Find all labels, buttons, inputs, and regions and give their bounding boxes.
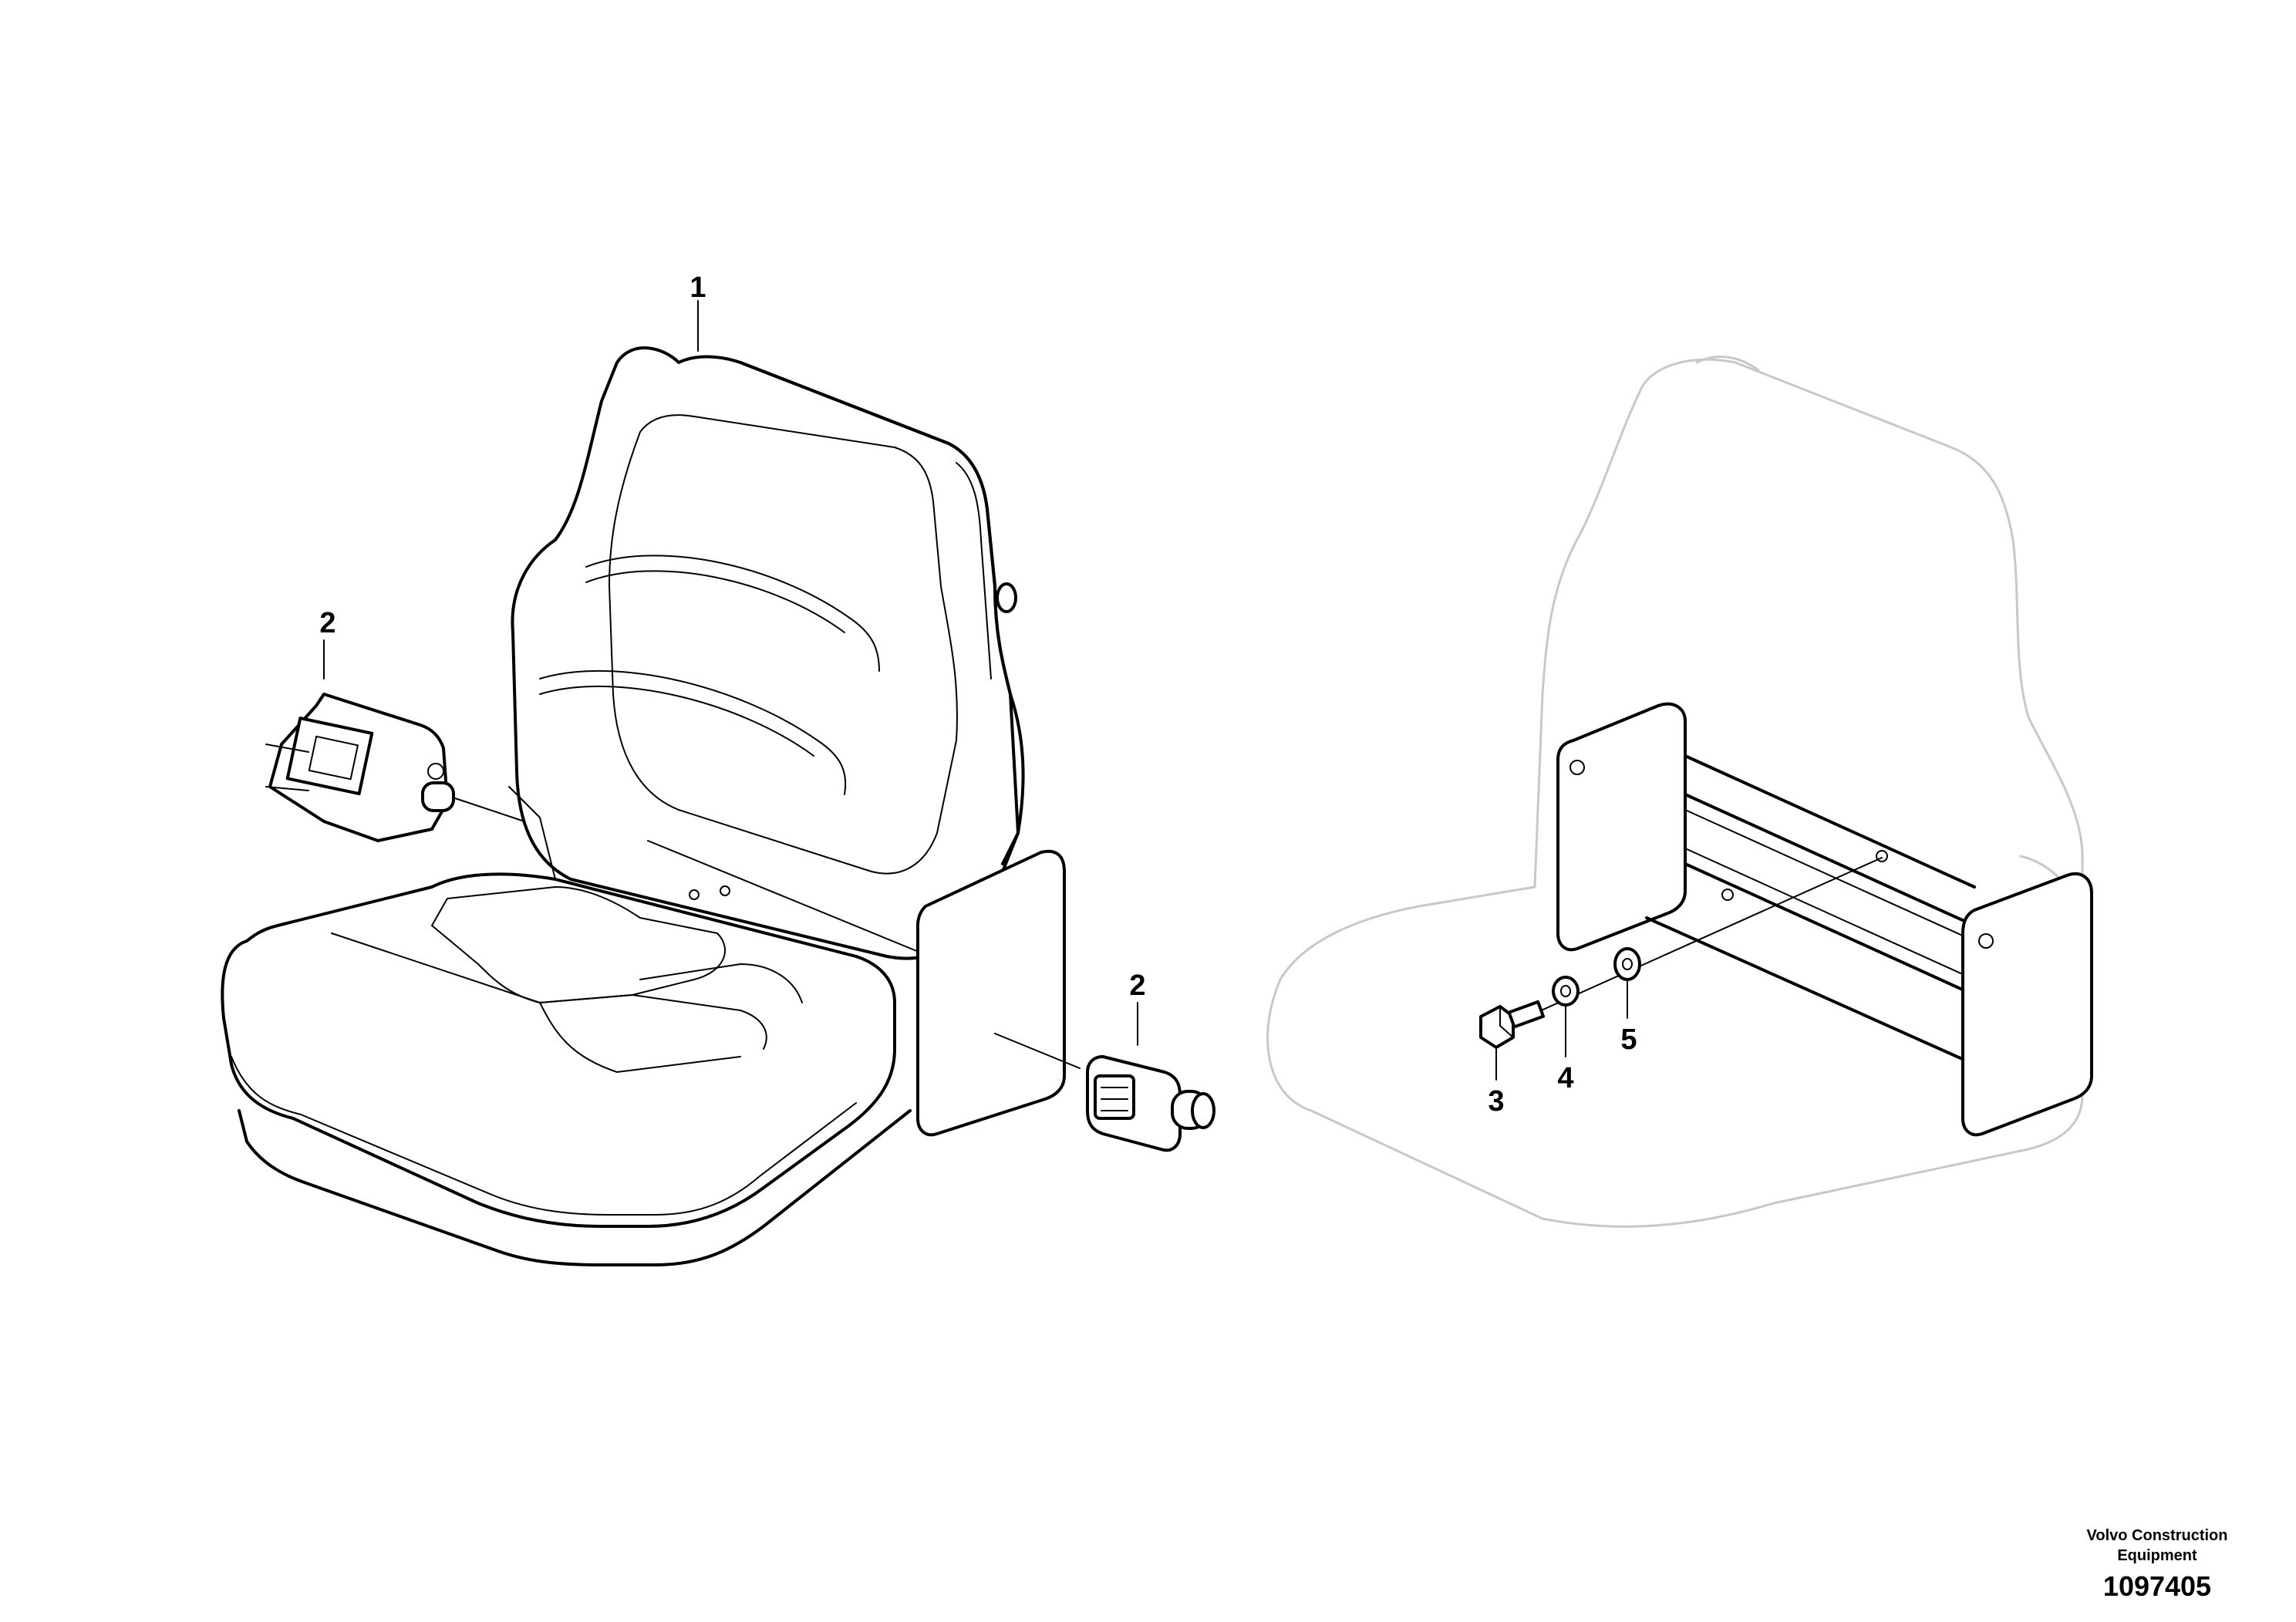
backrest-stitch-lower xyxy=(539,670,847,795)
seat-cushion xyxy=(221,872,896,1228)
callout-2-right: 2 xyxy=(1129,969,1145,1002)
seat-ghost-outline xyxy=(1266,358,2084,1228)
part-number: 1097405 xyxy=(2102,1570,2212,1602)
backrest-inner-panel xyxy=(609,414,958,875)
brand-line-1: Volvo Construction xyxy=(2086,1527,2228,1544)
callout-2-left: 2 xyxy=(319,607,335,639)
callout-3: 3 xyxy=(1488,1085,1504,1118)
seat-mounting-assembly xyxy=(1266,356,2093,1228)
side-bracket-plate xyxy=(916,849,1066,1137)
callout-5: 5 xyxy=(1620,1023,1637,1056)
mounting-plate-right xyxy=(1961,872,2093,1137)
cushion-center-panel xyxy=(431,886,726,1003)
seat-belt-buckle-right xyxy=(1086,1002,1215,1152)
washer-4 xyxy=(1552,976,1580,1057)
mounting-plate-left xyxy=(1556,702,1687,952)
seat-backrest xyxy=(511,346,1025,960)
seat-assembly xyxy=(221,300,1215,1266)
callout-4: 4 xyxy=(1557,1062,1573,1094)
cushion-welt xyxy=(231,1056,857,1216)
brand-line-2: Equipment xyxy=(2117,1547,2197,1564)
mounting-rail xyxy=(1645,754,1976,1066)
footer-block: Volvo Construction Equipment 1097405 xyxy=(2041,1526,2273,1603)
seat-frame xyxy=(238,1109,912,1266)
seat-belt-buckle-left xyxy=(265,639,525,842)
backrest-stitch-upper xyxy=(585,555,880,672)
hex-bolt xyxy=(1479,1000,1546,1081)
callout-1: 1 xyxy=(689,271,706,304)
backrest-knob xyxy=(996,582,1017,613)
washer-5 xyxy=(1613,947,1641,1019)
backrest-rear-shell xyxy=(739,361,1020,865)
